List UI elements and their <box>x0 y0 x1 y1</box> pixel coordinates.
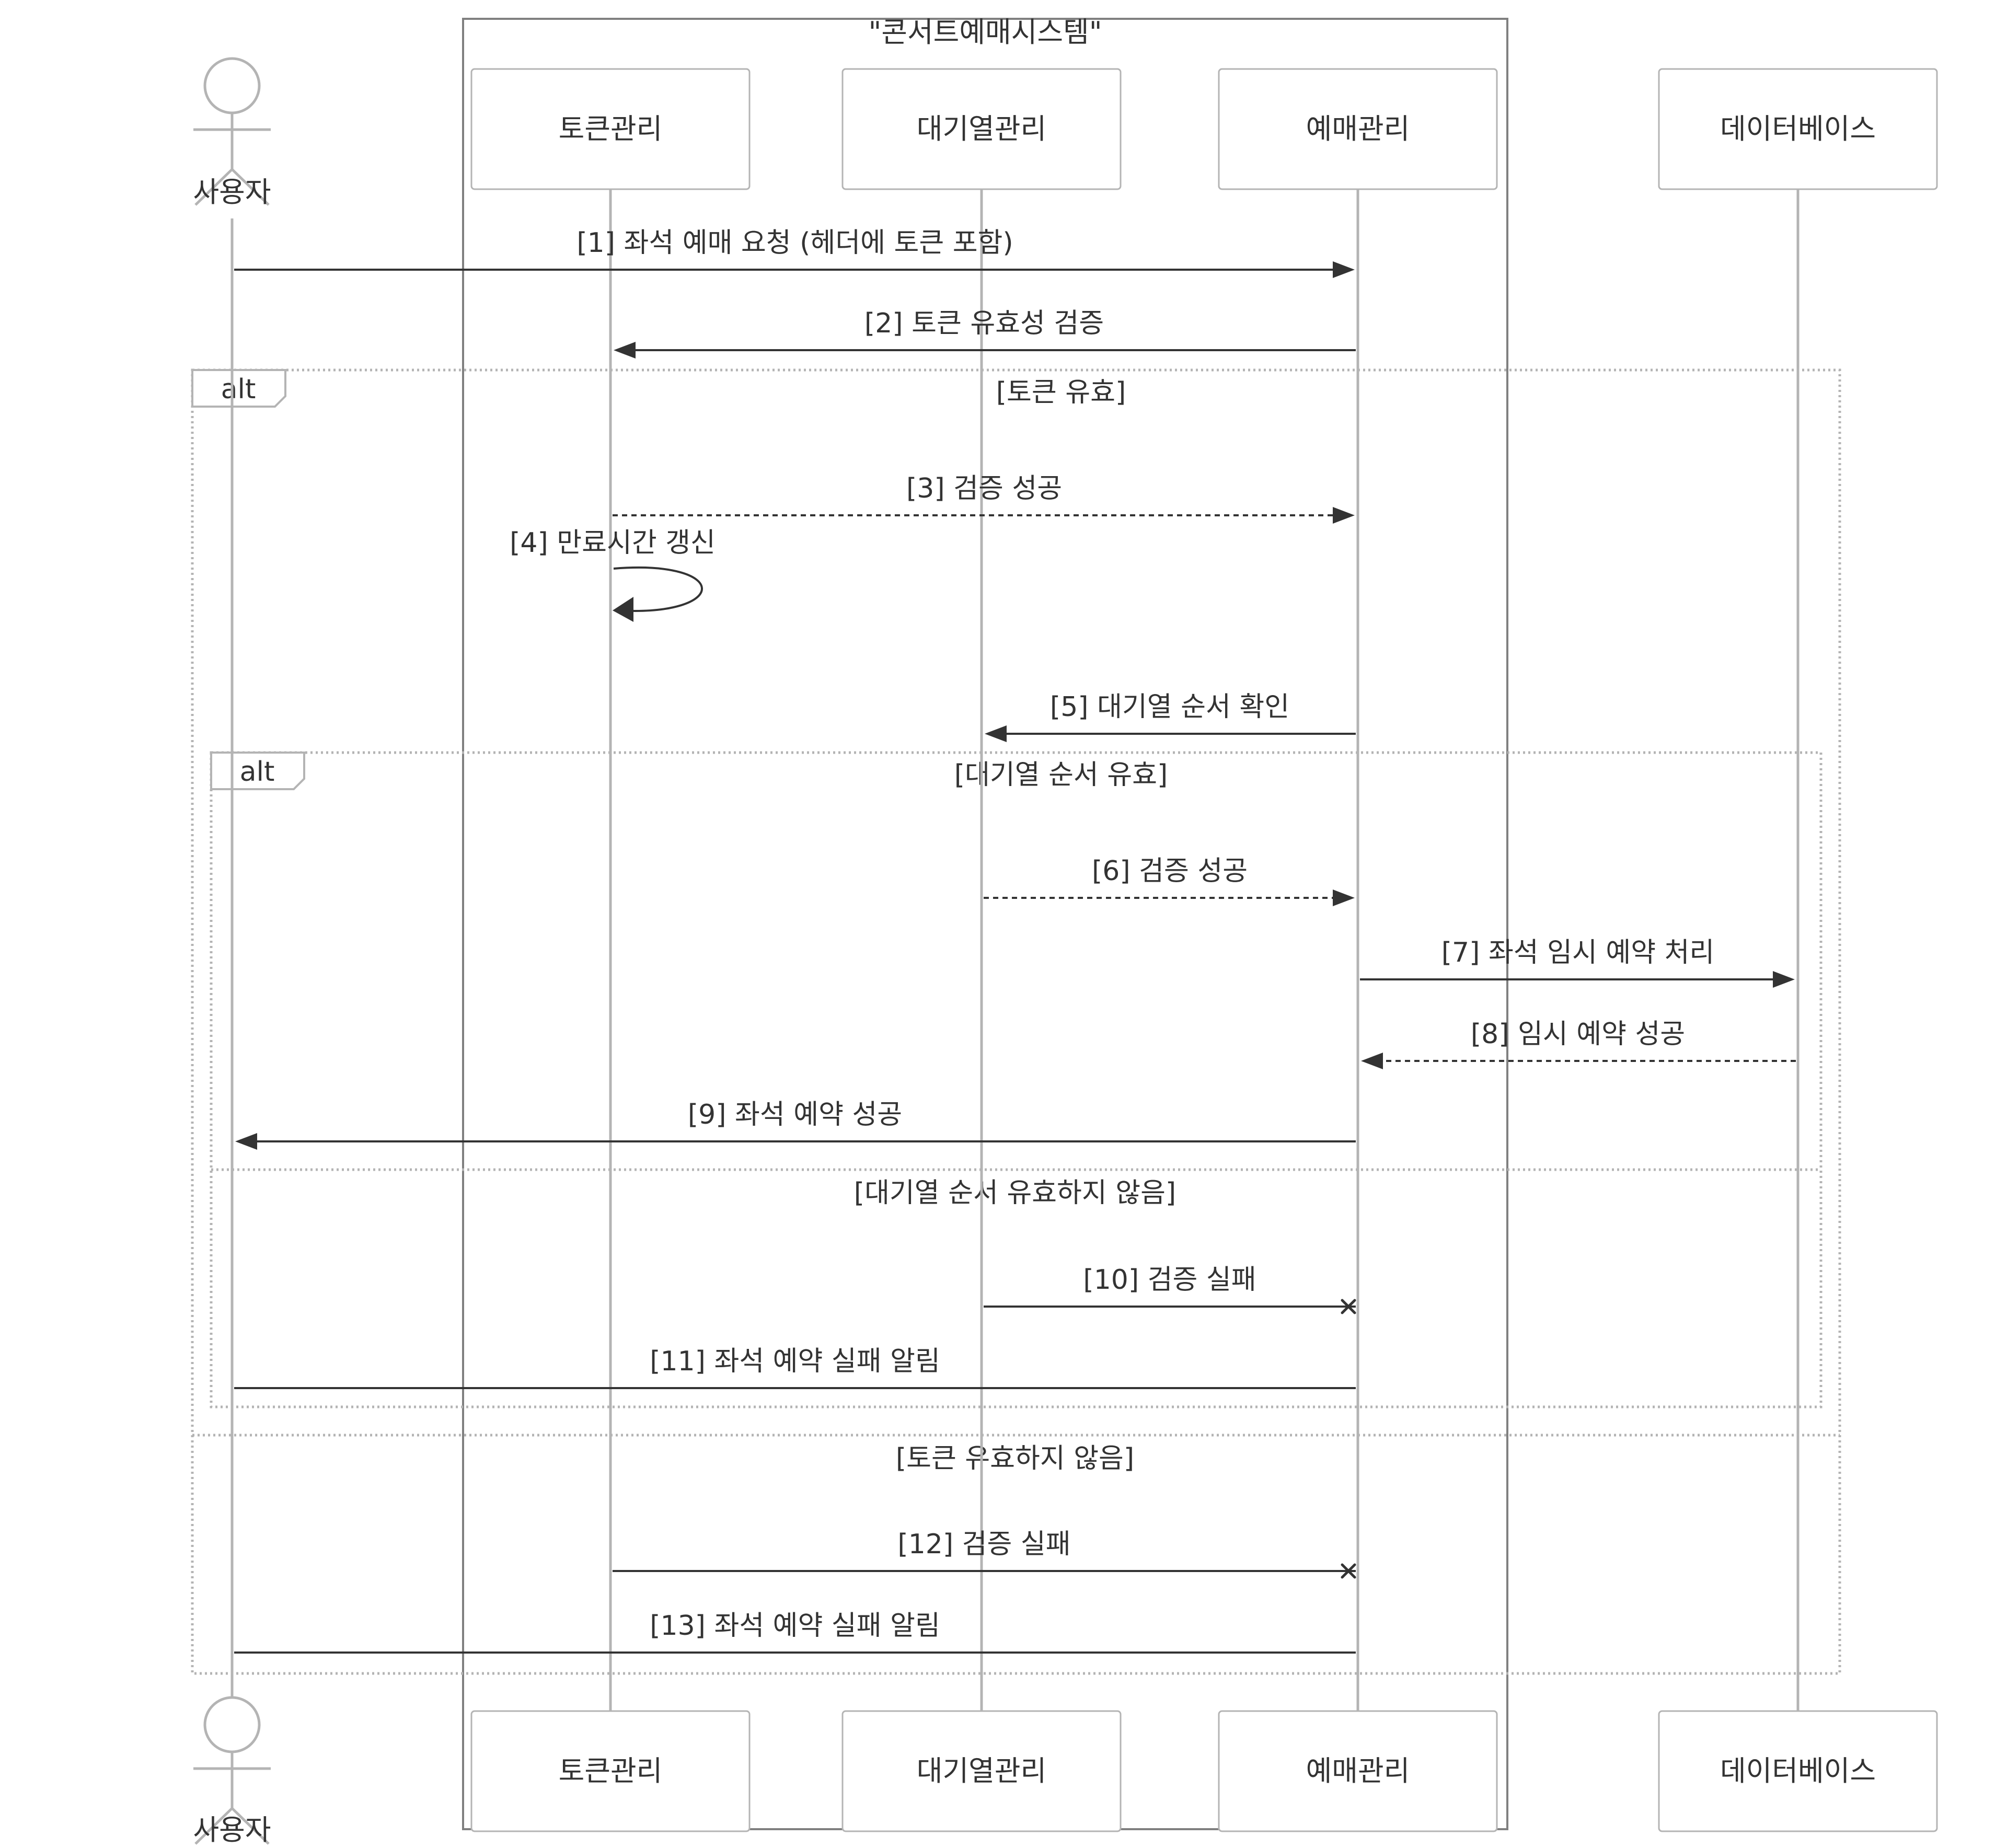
participant-token-bottom: 토큰관리 <box>470 1710 751 1832</box>
participant-db-top: 데이터베이스 <box>1658 68 1938 190</box>
participant-label: 토큰관리 <box>559 1754 663 1787</box>
alt-keyword: alt <box>240 756 275 788</box>
self-message-loop <box>613 567 703 612</box>
arrow-head-icon <box>1333 261 1355 278</box>
message: [12] 검증 실패 <box>613 1529 1356 1579</box>
participant-db-bottom: 데이터베이스 <box>1658 1710 1938 1832</box>
participant-box <box>841 1710 1122 1832</box>
alt-fragment: alt [대기열 순서 유효] [대기열 순서 유효하지 않음] <box>210 751 1823 1408</box>
message: [6] 검증 성공 <box>984 856 1355 906</box>
participant-label: 데이터베이스 <box>1720 1754 1876 1787</box>
system-boundary-title: "콘서트예매시스템" <box>868 16 1102 49</box>
alt-keyword-tab <box>191 369 286 408</box>
participant-box <box>470 1710 751 1832</box>
participant-token-top: 토큰관리 <box>470 68 751 190</box>
message: [10] 검증 실패 <box>984 1264 1356 1314</box>
arrow-head-icon <box>1773 971 1795 988</box>
arrow-head-icon <box>614 342 636 359</box>
actor-leg <box>194 1807 233 1845</box>
message: [1] 좌석 예매 요청 (헤더에 토큰 포함) <box>234 227 1355 278</box>
message: [2] 토큰 유효성 검증 <box>614 308 1356 359</box>
alt-keyword: alt <box>221 374 256 405</box>
alt-guard: [대기열 순서 유효하지 않음] <box>854 1177 1176 1209</box>
participant-box <box>1218 1710 1498 1832</box>
message: [3] 검증 성공 <box>613 473 1355 524</box>
message-label: [11] 좌석 예약 실패 알림 <box>650 1346 940 1377</box>
message: [9] 좌석 예약 성공 <box>235 1099 1356 1150</box>
participant-label: 예매관리 <box>1306 112 1410 145</box>
participant-label: 대기열관리 <box>917 1754 1046 1787</box>
alt-fragment-frame <box>210 751 1823 1408</box>
alt-fragment-frame <box>191 368 1841 1675</box>
message-label: [7] 좌석 임시 예약 처리 <box>1441 937 1715 968</box>
participant-box <box>470 68 751 190</box>
participant-booking-top: 예매관리 <box>1218 68 1498 190</box>
participant-box <box>1218 68 1498 190</box>
arrow-head-icon <box>1333 890 1355 906</box>
actor-label: 사용자 <box>193 176 271 209</box>
message-label: [2] 토큰 유효성 검증 <box>864 308 1104 339</box>
arrow-head-icon <box>613 597 633 622</box>
message-label: [8] 임시 예약 성공 <box>1471 1019 1685 1050</box>
actor-leg <box>231 1807 270 1845</box>
message-label: [12] 검증 실패 <box>897 1529 1070 1560</box>
cross-icon <box>1341 1563 1356 1579</box>
message-label: [5] 대기열 순서 확인 <box>1050 691 1289 723</box>
arrow-head-icon <box>985 725 1007 742</box>
message-label: [4] 만료시간 갱신 <box>510 527 716 559</box>
alt-keyword-tab <box>210 752 305 790</box>
alt-guard: [대기열 순서 유효] <box>954 759 1168 791</box>
actor-label: 사용자 <box>193 1814 271 1846</box>
message-label: [13] 좌석 예약 실패 알림 <box>650 1610 940 1642</box>
message-label: [1] 좌석 예매 요청 (헤더에 토큰 포함) <box>576 227 1013 259</box>
message: [8] 임시 예약 성공 <box>1361 1019 1796 1069</box>
actor-leg <box>231 168 270 206</box>
participant-label: 토큰관리 <box>559 112 663 145</box>
participant-label: 예매관리 <box>1306 1754 1410 1787</box>
message: [4] 만료시간 갱신 <box>510 527 716 622</box>
message: [5] 대기열 순서 확인 <box>985 691 1356 742</box>
message-label: [6] 검증 성공 <box>1092 856 1248 887</box>
actor-leg <box>194 168 233 206</box>
arrow-head-icon <box>1333 507 1355 524</box>
message-label: [9] 좌석 예약 성공 <box>688 1099 902 1130</box>
message: [7] 좌석 임시 예약 처리 <box>1360 937 1795 988</box>
alt-fragment: alt [토큰 유효] [토큰 유효하지 않음] <box>191 368 1841 1675</box>
alt-guard: [토큰 유효] <box>996 377 1126 408</box>
participant-queue-top: 대기열관리 <box>841 68 1122 190</box>
participant-box <box>1658 68 1938 190</box>
message-label: [3] 검증 성공 <box>906 473 1062 504</box>
actor-head-icon <box>203 57 261 114</box>
participant-label: 대기열관리 <box>917 112 1046 145</box>
arrow-head-icon <box>235 1133 257 1150</box>
alt-guard: [토큰 유효하지 않음] <box>896 1443 1134 1474</box>
participant-box <box>841 68 1122 190</box>
actor-head-icon <box>203 1696 261 1753</box>
participant-queue-bottom: 대기열관리 <box>841 1710 1122 1832</box>
actor-top: 사용자 <box>193 57 271 209</box>
participant-label: 데이터베이스 <box>1720 112 1876 145</box>
arrow-head-icon <box>1361 1053 1383 1069</box>
message: [13] 좌석 예약 실패 알림 <box>234 1610 1356 1654</box>
message: [11] 좌석 예약 실패 알림 <box>234 1346 1356 1389</box>
participant-box <box>1658 1710 1938 1832</box>
message-label: [10] 검증 실패 <box>1083 1264 1256 1296</box>
cross-icon <box>1341 1299 1356 1314</box>
actor-bottom: 사용자 <box>193 1696 271 1846</box>
participant-booking-bottom: 예매관리 <box>1218 1710 1498 1832</box>
